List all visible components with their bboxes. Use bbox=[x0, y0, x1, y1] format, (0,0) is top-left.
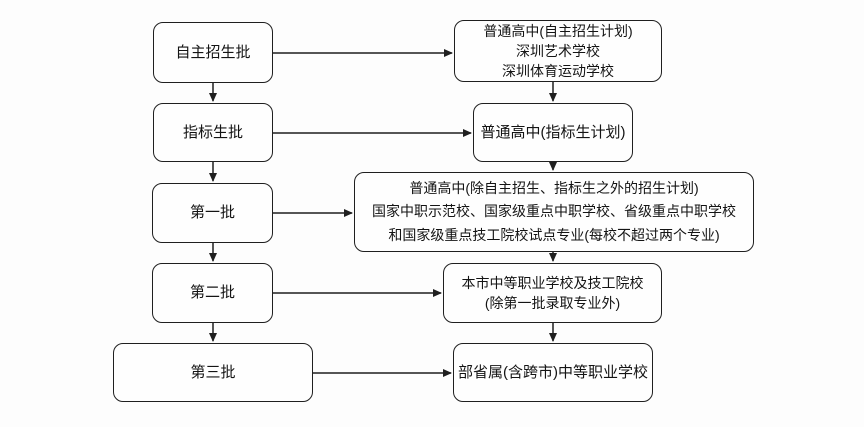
node-third-batch: 第三批 bbox=[113, 343, 313, 402]
node-label-line: 和国家级重点技工院校试点专业(每校不超过两个专业) bbox=[388, 226, 720, 243]
node-label-line: 国家中职示范校、国家级重点中职学校、省级重点中职学校 bbox=[372, 203, 736, 220]
node-label-line: 普通高中(指标生计划) bbox=[480, 123, 626, 141]
node-label-line: 深圳体育运动学校 bbox=[502, 63, 614, 80]
node-target-quota-plan-schools: 普通高中(指标生计划) bbox=[473, 103, 633, 162]
node-label: 第一批 bbox=[189, 204, 235, 222]
node-independent-admission-batch: 自主招生批 bbox=[153, 22, 273, 83]
node-label-line: 部省属(含跨市)中等职业学校 bbox=[458, 363, 648, 381]
node-quota-student-batch: 指标生批 bbox=[153, 103, 273, 162]
node-label-line: 本市中等职业学校及技工院校 bbox=[461, 274, 644, 291]
node-label-line: 普通高中(除自主招生、指标生之外的招生计划) bbox=[409, 180, 699, 197]
node-label: 第二批 bbox=[189, 284, 235, 302]
node-second-batch: 第二批 bbox=[152, 263, 273, 323]
node-label: 指标生批 bbox=[182, 123, 243, 141]
node-label-line: (除第一批录取专业外) bbox=[484, 295, 621, 311]
node-label-line: 普通高中(自主招生计划) bbox=[483, 22, 633, 39]
node-target-third-batch-schools: 部省属(含跨市)中等职业学校 bbox=[453, 343, 653, 402]
node-target-second-batch-schools: 本市中等职业学校及技工院校 (除第一批录取专业外) bbox=[443, 263, 662, 323]
node-label: 第三批 bbox=[190, 363, 236, 381]
node-label-line: 深圳艺术学校 bbox=[516, 42, 600, 59]
node-target-first-batch-schools: 普通高中(除自主招生、指标生之外的招生计划) 国家中职示范校、国家级重点中职学校… bbox=[354, 172, 754, 252]
node-label: 自主招生批 bbox=[175, 43, 251, 61]
node-first-batch: 第一批 bbox=[152, 183, 273, 243]
node-target-independent-plan-schools: 普通高中(自主招生计划) 深圳艺术学校 深圳体育运动学校 bbox=[454, 20, 662, 82]
